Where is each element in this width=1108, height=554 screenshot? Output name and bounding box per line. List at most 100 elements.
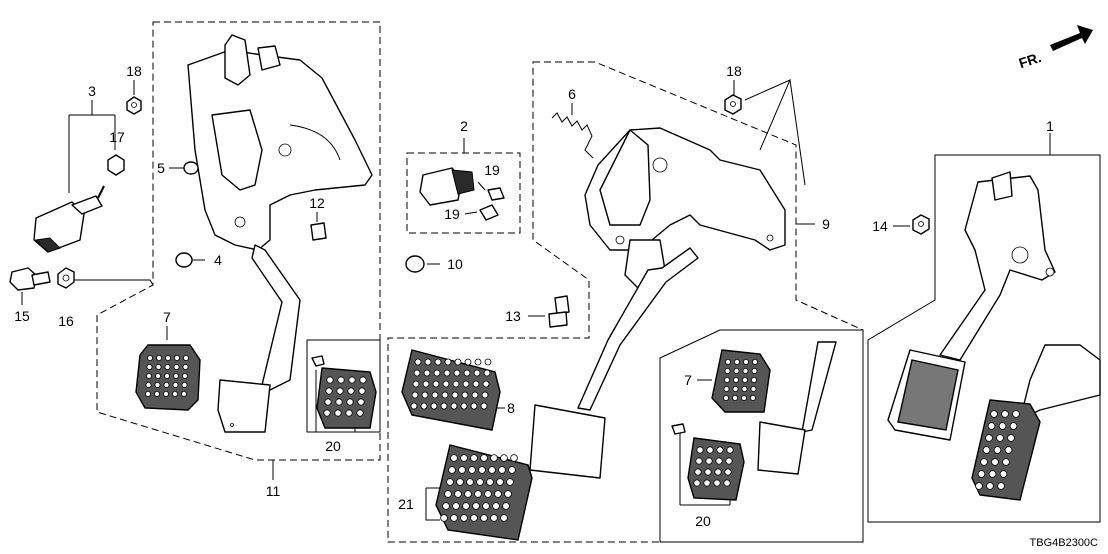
return-spring	[551, 112, 594, 159]
pad-hole	[430, 402, 438, 410]
pad-hole	[723, 385, 730, 392]
pad-hole	[434, 358, 442, 366]
pad-hole	[726, 446, 734, 454]
pad-hole	[504, 490, 512, 498]
pad-hole	[500, 454, 508, 462]
pad-hole	[996, 434, 1004, 442]
pad-hole	[444, 358, 452, 366]
brake-pedal-assembly	[401, 127, 837, 541]
pad-hole	[482, 380, 490, 388]
pad-hole	[714, 468, 722, 476]
pad-hole	[725, 457, 733, 465]
pad-hole	[733, 376, 740, 383]
small-parts	[9, 94, 930, 328]
assembly-boxes	[96, 21, 1101, 543]
accelerator-pedal-assembly	[887, 171, 1101, 501]
pad-hole	[172, 381, 179, 388]
pad-hole	[742, 367, 749, 374]
pad-hole	[741, 394, 748, 401]
pad-hole	[1007, 434, 1015, 442]
pad-hole	[463, 369, 471, 377]
callout-15: 15	[14, 308, 30, 324]
pad-hole	[323, 409, 331, 417]
pad-hole	[751, 367, 758, 374]
pad-hole	[163, 372, 170, 379]
pad-hole	[693, 479, 701, 487]
pad-hole	[1004, 446, 1013, 454]
pad-hole	[422, 380, 430, 388]
pad-hole	[490, 514, 498, 522]
pad-hole	[1001, 410, 1009, 418]
pad-hole	[144, 390, 151, 397]
pad-hole	[481, 391, 489, 399]
callout-11: 11	[266, 483, 281, 499]
pad-hole	[985, 434, 993, 442]
callout-18-left: 18	[126, 63, 142, 79]
pad-hole	[470, 514, 478, 522]
pad-hole	[180, 390, 187, 397]
pad-hole	[181, 372, 188, 379]
pad-hole	[451, 391, 459, 399]
pad-hole	[506, 478, 514, 486]
pad-hole	[464, 358, 472, 366]
pad-hole	[480, 402, 488, 410]
pad-hole	[1002, 458, 1010, 466]
pad-hole	[412, 380, 420, 388]
pad-hole	[173, 354, 180, 361]
pad-hole	[472, 502, 480, 510]
callout-labels: 1 2 3 4 5 6 7 7 8 9 10 11 12 13 14 15 16…	[14, 63, 1054, 529]
pad-hole	[461, 391, 469, 399]
pad-hole	[494, 490, 502, 498]
pad-hole	[468, 466, 476, 474]
pad-hole	[980, 458, 988, 466]
pad-hole	[743, 358, 750, 365]
pad-hole	[466, 478, 474, 486]
pad-hole	[1012, 410, 1020, 418]
callout-7-left: 7	[163, 309, 171, 325]
callout-17: 17	[109, 129, 125, 145]
brake-assembly-box	[387, 61, 864, 543]
clutch-pedal-assembly	[135, 34, 377, 433]
pad-hole	[716, 446, 724, 454]
pad-hole	[705, 457, 713, 465]
pad-hole	[440, 402, 448, 410]
pad-hole	[154, 381, 161, 388]
pad-hole	[510, 454, 518, 462]
callout-5: 5	[157, 160, 165, 176]
pad-hole	[452, 502, 460, 510]
pad-hole	[181, 381, 188, 388]
pad-hole	[433, 369, 441, 377]
pad-hole	[486, 478, 494, 486]
pad-hole	[498, 466, 506, 474]
pad-hole	[492, 502, 500, 510]
pad-hole	[162, 390, 169, 397]
pad-hole	[411, 391, 419, 399]
pad-hole	[986, 482, 994, 490]
pad-hole	[473, 369, 481, 377]
pad-hole	[171, 390, 178, 397]
pad-hole	[454, 490, 462, 498]
pad-hole	[454, 358, 462, 366]
pad-hole	[751, 376, 758, 383]
callout-9: 9	[822, 216, 830, 232]
pad-hole	[440, 514, 448, 522]
pad-hole	[472, 380, 480, 388]
pad-hole	[741, 385, 748, 392]
callout-7-right: 7	[684, 372, 692, 388]
pad-hole	[431, 391, 439, 399]
pad-hole	[450, 402, 458, 410]
pad-hole	[448, 466, 456, 474]
pad-hole	[146, 354, 153, 361]
pad-hole	[480, 454, 488, 462]
pad-hole	[482, 502, 490, 510]
pad-hole	[410, 402, 418, 410]
callout-3: 3	[88, 83, 96, 99]
pad-hole	[154, 372, 161, 379]
pad-hole	[752, 358, 759, 365]
pad-hole	[336, 387, 344, 395]
pad-hole	[462, 502, 470, 510]
pad-hole	[450, 454, 458, 462]
pad-hole	[356, 409, 364, 417]
callout-12: 12	[309, 195, 325, 211]
pad-hole	[464, 490, 472, 498]
